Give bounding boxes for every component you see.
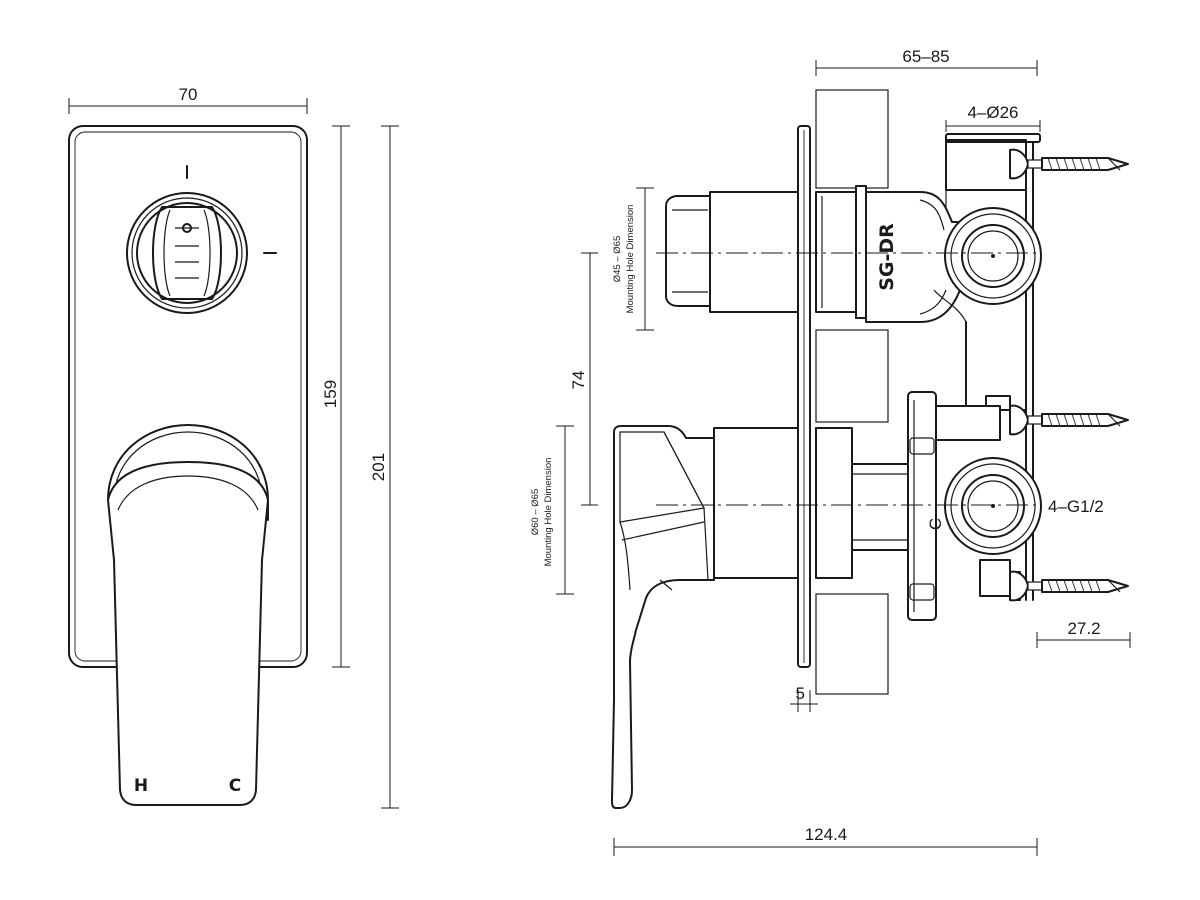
diverter-knob-side <box>665 185 867 319</box>
diverter-knob <box>126 192 248 314</box>
upper-hole-dim: Ø45 – Ø65 <box>612 236 623 282</box>
body-marking: SG-DR <box>876 223 898 291</box>
cold-mark: C <box>229 776 241 796</box>
overall-depth-dimension: 124.4 <box>613 825 1038 856</box>
wall-section <box>815 89 889 695</box>
side-view: 65–85 5 <box>530 47 1131 856</box>
stamp-letter: C <box>926 518 945 530</box>
hot-mark: H <box>134 776 148 796</box>
front-overall-height-dimension: 201 <box>369 125 399 809</box>
lower-hole-dim: Ø60 – Ø65 <box>530 489 541 535</box>
wall-gap-label: 5 <box>796 684 805 703</box>
front-width-label: 70 <box>179 85 198 104</box>
front-view: 70 H C <box>68 85 399 809</box>
front-plate-height-label: 159 <box>321 380 340 408</box>
screw-top <box>1009 148 1129 180</box>
lower-hole-label: Mounting Hole Dimension <box>543 458 554 567</box>
depth-dimension: 65–85 <box>815 47 1038 76</box>
upper-hole-dimension: Ø45 – Ø65 Mounting Hole Dimension <box>612 187 654 331</box>
front-plate-height-dimension: 159 <box>321 125 350 668</box>
spacing-label: 74 <box>569 371 588 390</box>
depth-label: 65–85 <box>902 47 949 66</box>
screw-bottom <box>1009 570 1129 602</box>
screw-middle <box>1009 404 1129 436</box>
port-label: 4–Ø26 <box>967 103 1018 122</box>
valve-body: SG-DR <box>865 191 981 330</box>
spacing-dimension: 74 <box>569 252 598 506</box>
mixer-lever-front: H C <box>107 424 269 806</box>
overall-depth-label: 124.4 <box>805 825 848 844</box>
front-width-dimension: 70 <box>68 85 308 114</box>
front-overall-height-label: 201 <box>369 453 388 481</box>
inlet-lower: 4–G1/2 <box>944 457 1104 555</box>
screw-label: 27.2 <box>1067 619 1100 638</box>
mixer-cartridge-side: C <box>713 391 945 621</box>
inlet-upper <box>944 207 1042 305</box>
wall-gap-dimension: 5 <box>790 684 818 712</box>
screw-dimension: 27.2 <box>1036 619 1131 648</box>
thread-label: 4–G1/2 <box>1048 497 1104 516</box>
upper-hole-label: Mounting Hole Dimension <box>625 205 636 314</box>
mixer-lever-side <box>611 425 715 809</box>
lower-hole-dimension: Ø60 – Ø65 Mounting Hole Dimension <box>530 425 574 595</box>
